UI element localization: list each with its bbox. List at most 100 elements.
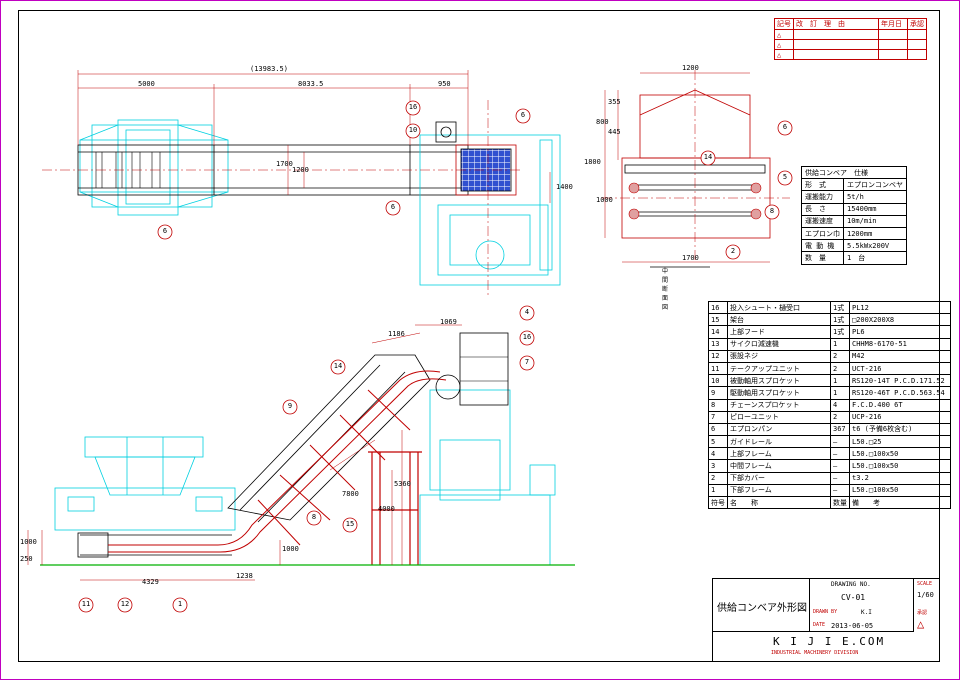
part-qty: — — [830, 435, 850, 449]
dim-1700s: 1700 — [682, 254, 699, 262]
spec-label: 運搬能力 — [801, 190, 844, 204]
part-qty: — — [830, 459, 850, 473]
balloon-label: 8 — [769, 207, 775, 215]
spec-value: 1 台 — [843, 251, 907, 265]
part-no: 7 — [708, 410, 728, 424]
dim-1800: 1800 — [584, 158, 601, 166]
part-no: 13 — [708, 337, 728, 351]
part-qty: 2 — [830, 361, 850, 376]
part-qty: 1 — [830, 374, 850, 388]
parts-header-no: 符号 — [708, 495, 728, 510]
dim-5360: 5360 — [394, 480, 411, 488]
part-remark: UCP-216 — [849, 410, 951, 424]
part-name: 上部フレーム — [727, 447, 831, 461]
dim-1000: 1000 — [596, 196, 613, 204]
part-no: 4 — [708, 447, 728, 461]
spec-value: 10m/min — [843, 214, 907, 228]
drawn-by-label: DRAWN BY — [813, 609, 838, 615]
balloon-label: 10 — [408, 126, 418, 134]
part-remark: PL6 — [849, 325, 951, 339]
dim-1069: 1069 — [440, 318, 457, 326]
section-label: 中間断面図 — [662, 268, 669, 311]
part-remark: RS120-46T P.C.D.563.54 — [849, 386, 951, 400]
part-balloons — [78, 100, 793, 613]
rev-header-approval: 承認 — [907, 18, 927, 30]
dim-1400: 1400 — [556, 183, 573, 191]
part-no: 2 — [708, 471, 728, 485]
dim-8033: 8033.5 — [298, 80, 324, 88]
dim-1000b: 1000 — [282, 545, 299, 553]
spec-value: 1200mm — [843, 226, 907, 241]
dim-1700a: 1700 — [276, 160, 293, 168]
part-name: 投入シュート・樋受口 — [727, 300, 831, 315]
part-no: 6 — [708, 422, 728, 437]
dim-overall: (13983.5) — [250, 65, 288, 73]
balloon-label: 16 — [408, 103, 418, 111]
balloon-label: 14 — [333, 362, 343, 370]
drawing-no-label: DRAWING NO. — [831, 581, 871, 588]
part-remark: L50.□100x50 — [849, 447, 951, 461]
dim-4000: 4000 — [378, 505, 395, 513]
part-qty: 1 — [830, 337, 850, 351]
scale-value: 1/60 — [917, 591, 934, 599]
part-name: 架台 — [727, 313, 831, 327]
rev-header-reason: 改 訂 理 由 — [793, 18, 879, 30]
part-no: 3 — [708, 459, 728, 473]
drawing-title: 供給コンベア外形図 — [717, 603, 807, 614]
part-qty: 1式 — [830, 313, 850, 327]
spec-value: 15400mm — [843, 202, 907, 216]
balloon-label: 2 — [730, 247, 736, 255]
part-remark: M42 — [849, 349, 951, 363]
dim-1186: 1186 — [388, 330, 405, 338]
dim-1200s: 1200 — [682, 64, 699, 72]
parts-header-remark: 備 考 — [849, 495, 951, 510]
part-remark: t3.2 — [849, 471, 951, 485]
part-name: 上部フード — [727, 325, 831, 339]
spec-label: 数 量 — [801, 251, 844, 265]
part-qty: 2 — [830, 410, 850, 424]
part-name: 駆動軸用スプロケット — [727, 386, 831, 400]
balloon-label: 12 — [120, 600, 130, 608]
balloon-label: 6 — [520, 111, 526, 119]
balloon-label: 9 — [287, 402, 293, 410]
dim-5000: 5000 — [138, 80, 155, 88]
part-name: 下部フレーム — [727, 483, 831, 498]
part-no: 11 — [708, 361, 728, 376]
part-no: 9 — [708, 386, 728, 400]
balloon-label: 6 — [390, 203, 396, 211]
spec-label: 長 さ — [801, 202, 844, 216]
approval-triangle-icon: △ — [917, 617, 925, 631]
balloon-label: 6 — [782, 123, 788, 131]
company-name: K I J I E.COM — [773, 635, 886, 648]
spec-label: 運搬速度 — [801, 214, 844, 228]
part-name: チェーンスプロケット — [727, 398, 831, 412]
company-division: INDUSTRIAL MACHINERY DIVISION — [771, 650, 859, 656]
part-qty: — — [830, 483, 850, 498]
balloon-label: 14 — [703, 153, 713, 161]
balloon-label: 6 — [162, 227, 168, 235]
approval-label: 承認 — [917, 610, 928, 616]
part-qty: 1式 — [830, 325, 850, 339]
parts-header-qty: 数量 — [830, 495, 850, 510]
dim-4329: 4329 — [142, 578, 159, 586]
dim-7800: 7800 — [342, 490, 359, 498]
part-remark: RS120-14T P.C.D.171.52 — [849, 374, 951, 388]
rev-header-date: 年月日 — [878, 18, 908, 30]
spec-value: 5.5kWx200V — [843, 239, 907, 253]
part-remark: L50.□100x50 — [849, 483, 951, 498]
part-qty: 1 — [830, 386, 850, 400]
drawing-date: 2013-06-05 — [831, 622, 874, 630]
part-no: 14 — [708, 325, 728, 339]
dim-1200a: 1200 — [292, 166, 309, 174]
